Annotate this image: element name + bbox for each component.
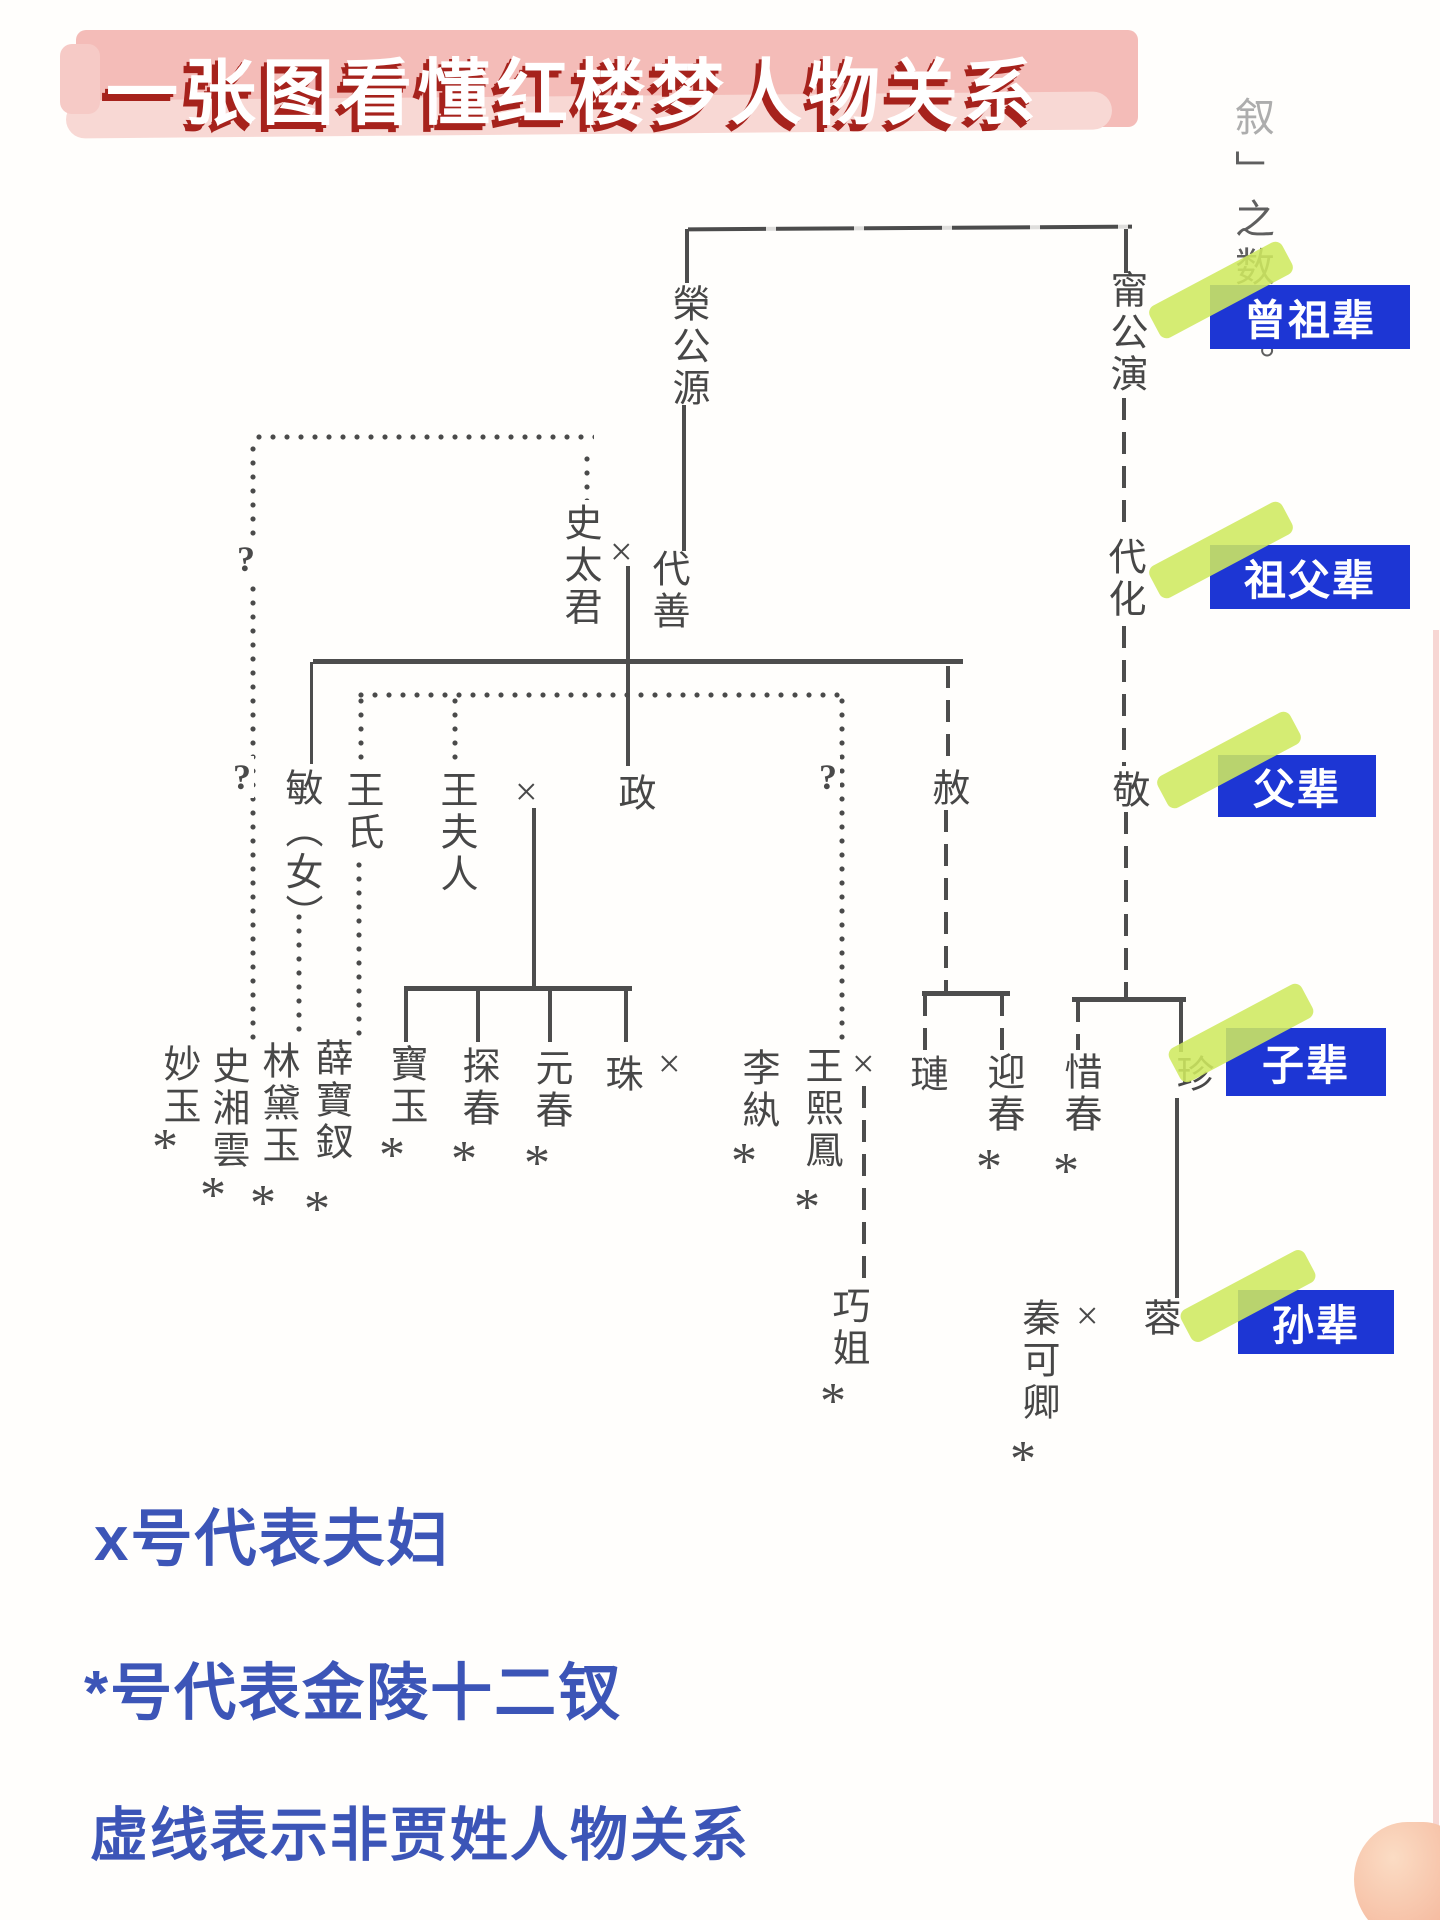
- line-stub-ning: [1124, 229, 1128, 273]
- person-baoyu: 寶玉: [384, 1044, 426, 1128]
- person-zhu: 珠: [599, 1054, 641, 1096]
- generation-label-children: 子辈: [1226, 1028, 1386, 1096]
- uncertain-mark-1: ?: [234, 538, 258, 580]
- line-parents-sibling-bar: [313, 659, 963, 664]
- line-rong-to-daishan: [682, 405, 686, 551]
- line-daihua-to-jing: [1122, 626, 1126, 766]
- line-daishan-marriage-drop: [626, 566, 630, 660]
- person-jing: 敬: [1106, 770, 1148, 812]
- line-stub-lian: [923, 994, 927, 1050]
- line-she-children-bar: [922, 991, 1010, 996]
- dotted-shi-to-xiangyun: [250, 444, 256, 1044]
- beauty-mark-keqing: *: [1010, 1431, 1036, 1488]
- marriage-mark-rong: ×: [1076, 1293, 1099, 1338]
- line-jing-to-children: [1124, 812, 1128, 1002]
- marriage-mark-zhu: ×: [658, 1041, 681, 1086]
- page-edge-pink-line: [1433, 630, 1439, 1830]
- line-stub-tanchun: [476, 990, 480, 1042]
- line-she-to-children: [944, 810, 948, 996]
- beauty-mark-yuanchun: *: [524, 1135, 550, 1192]
- title-highlight-tail: [60, 44, 100, 114]
- person-jia-yan: 甯公演: [1104, 270, 1146, 396]
- marriage-mark-daishan: ×: [610, 529, 633, 574]
- line-zheng-marriage-drop: [532, 808, 536, 988]
- beauty-mark-daiyu: *: [250, 1175, 276, 1232]
- person-wang-shi: 王氏: [340, 770, 382, 854]
- beauty-mark-xifeng: *: [794, 1179, 820, 1236]
- person-shi-xiangyun: 史湘雲: [206, 1046, 248, 1172]
- dotted-wang-family-bar: [356, 692, 848, 698]
- line-stub-xichun: [1076, 1000, 1080, 1050]
- person-xue-baochai: 薛寶釵: [309, 1038, 351, 1164]
- line-stub-baoyu: [404, 990, 408, 1042]
- generation-label-grandparents: 祖父辈: [1210, 545, 1410, 609]
- person-lin-daiyu: 林黛玉: [256, 1041, 298, 1167]
- margin-fragment-faint: 叙: [1229, 96, 1274, 144]
- line-xifeng-to-qiaojie: [862, 1086, 866, 1282]
- line-ning-to-daihua: [1122, 398, 1126, 532]
- line-stub-zheng: [626, 664, 630, 766]
- dotted-min-to-daiyu: [296, 912, 302, 1040]
- marriage-mark-lian: ×: [852, 1041, 875, 1086]
- person-qiaojie: 巧姐: [826, 1286, 868, 1370]
- beauty-mark-miaoyu: *: [152, 1119, 178, 1176]
- dotted-wangshi-to-baochai: [356, 860, 362, 1038]
- person-jia-yuan: 榮公源: [666, 284, 708, 410]
- beauty-mark-xiangyun: *: [200, 1167, 226, 1224]
- line-zhen-to-rong: [1175, 1098, 1179, 1298]
- person-dai-hua: 代化: [1102, 537, 1144, 621]
- person-miaoyu: 妙玉: [157, 1044, 199, 1128]
- beauty-mark-qiaojie: *: [820, 1373, 846, 1430]
- uncertain-mark-3: ?: [816, 756, 840, 798]
- beauty-mark-tanchun: *: [451, 1131, 477, 1188]
- person-zheng: 政: [612, 773, 654, 815]
- line-stub-min: [310, 662, 313, 764]
- line-jing-children-bar: [1072, 997, 1186, 1002]
- line-stub-zhen: [1179, 1000, 1183, 1052]
- person-li-wan: 李紈: [736, 1048, 778, 1132]
- line-stub-yuanchun: [548, 990, 552, 1042]
- person-yingchun: 迎春: [981, 1052, 1023, 1136]
- page-title: 一张图看懂红楼梦人物关系: [106, 54, 1043, 134]
- person-lian: 璉: [904, 1054, 946, 1096]
- person-dai-shan: 代善: [646, 549, 688, 633]
- corner-fingertip: [1354, 1822, 1440, 1920]
- line-stub-yingchun: [1000, 994, 1004, 1050]
- dotted-wang-to-xifeng: [839, 696, 845, 1044]
- line-stub-she: [946, 666, 950, 766]
- uncertain-mark-2: ?: [230, 756, 254, 798]
- beauty-mark-liwan: *: [731, 1133, 757, 1190]
- dotted-shi-family-bar: [254, 434, 594, 440]
- person-rong: 蓉: [1137, 1298, 1179, 1340]
- dotted-stub-wangshi: [358, 696, 364, 768]
- person-yuanchun: 元春: [529, 1048, 571, 1132]
- line-top-couple-bar: [687, 224, 1133, 232]
- beauty-mark-baoyu: *: [379, 1127, 405, 1184]
- legend-beauties: *号代表金陵十二钗: [84, 1659, 623, 1728]
- person-qin-keqing: 秦可卿: [1016, 1298, 1058, 1424]
- dotted-stub-shitaijun: [584, 454, 590, 500]
- person-wang-furen: 王夫人: [434, 770, 476, 896]
- line-stub-zhu: [624, 990, 628, 1042]
- person-xichun: 惜春: [1058, 1052, 1100, 1136]
- line-stub-rong: [685, 229, 689, 283]
- legend-dotted-line: 虚线表示非贾姓人物关系: [90, 1803, 751, 1868]
- person-min: 敏（女）: [279, 768, 321, 936]
- person-she: 赦: [926, 768, 968, 810]
- marriage-mark-zheng: ×: [515, 769, 538, 814]
- legend-marriage: x号代表夫妇: [94, 1505, 451, 1574]
- beauty-mark-baochai: *: [304, 1181, 330, 1238]
- person-wang-xifeng: 王熙鳳: [799, 1046, 841, 1172]
- dotted-stub-wangfuren: [452, 696, 458, 768]
- person-tanchun: 探春: [456, 1046, 498, 1130]
- generation-label-grandchildren: 孙辈: [1238, 1290, 1394, 1354]
- line-zheng-children-bar: [404, 986, 632, 991]
- beauty-mark-xichun: *: [1053, 1143, 1079, 1200]
- person-shi-taijun: 史太君: [558, 503, 600, 629]
- beauty-mark-yingchun: *: [976, 1139, 1002, 1196]
